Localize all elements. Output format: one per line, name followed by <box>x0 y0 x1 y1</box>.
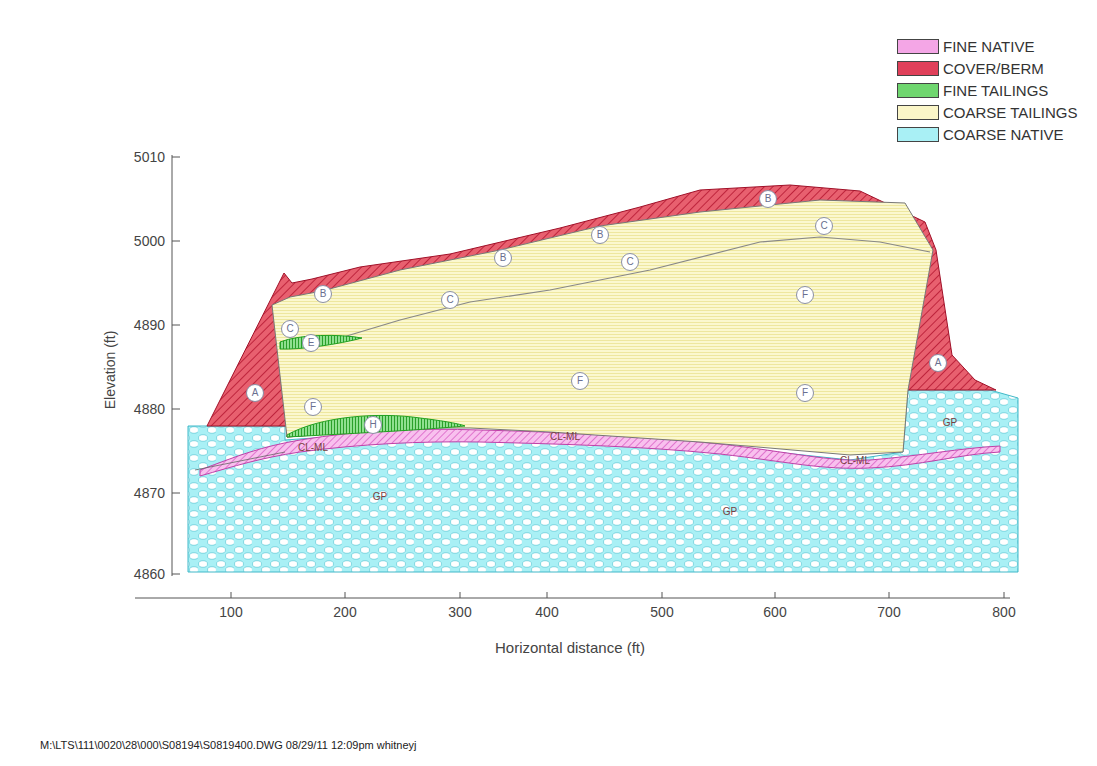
axis-label: 600 <box>763 605 786 619</box>
callout-letter: C <box>441 291 459 309</box>
axis-tick-label: 4870 <box>134 486 165 500</box>
legend-row: FINE TAILINGS <box>897 82 1048 99</box>
axis-label: Horizontal distance (ft) <box>495 640 645 655</box>
legend-text: COARSE TAILINGS <box>943 104 1077 121</box>
axis-title: Elevation (ft) <box>103 331 117 410</box>
legend-swatch <box>897 61 939 76</box>
legend-row: COARSE TAILINGS <box>897 104 1077 121</box>
legend-swatch <box>897 127 939 142</box>
legend-swatch <box>897 39 939 54</box>
callout-letter: A <box>246 384 264 402</box>
axis-tick-label: 5010 <box>134 150 165 164</box>
callout-letter: C <box>621 253 639 271</box>
axis-tick-label: 4890 <box>134 318 165 332</box>
axis-label: 300 <box>448 605 471 619</box>
soil-code: GP <box>373 492 387 502</box>
callout-letter: A <box>929 354 947 372</box>
soil-code: GP <box>723 507 737 517</box>
legend-text: COVER/BERM <box>943 60 1044 77</box>
callout-letter: B <box>759 190 777 208</box>
soil-code: CL-ML <box>550 432 580 442</box>
axis-tick-label: 4860 <box>134 567 165 581</box>
axis-label: 100 <box>219 605 242 619</box>
callout-letter: B <box>494 249 512 267</box>
axis-label: 800 <box>992 605 1015 619</box>
soil-code: GP <box>943 418 957 428</box>
callout-letter: F <box>796 384 814 402</box>
callout-letter: E <box>302 334 320 352</box>
axis-label: 400 <box>535 605 558 619</box>
legend-row: COVER/BERM <box>897 60 1044 77</box>
callout-letter: F <box>571 372 589 390</box>
axis-tick-label: 4880 <box>134 402 165 416</box>
legend-text: FINE TAILINGS <box>943 82 1048 99</box>
legend-text: COARSE NATIVE <box>943 126 1064 143</box>
legend-row: FINE NATIVE <box>897 38 1034 55</box>
legend-row: COARSE NATIVE <box>897 126 1064 143</box>
file-note: M:\LTS\111\0020\28\000\S08194\S0819400.D… <box>40 740 417 751</box>
soil-code: CL-ML <box>840 456 870 466</box>
soil-code: CL-ML <box>298 443 328 453</box>
axis-label: 700 <box>877 605 900 619</box>
legend-swatch <box>897 105 939 120</box>
callout-letter: F <box>796 286 814 304</box>
callout-letter: F <box>304 398 322 416</box>
axis-label: 200 <box>333 605 356 619</box>
callout-letter: C <box>281 320 299 338</box>
callout-letter: H <box>364 416 382 434</box>
callout-letter: C <box>815 217 833 235</box>
legend-swatch <box>897 83 939 98</box>
callout-letter: B <box>591 226 609 244</box>
legend-text: FINE NATIVE <box>943 38 1034 55</box>
axis-label: 500 <box>650 605 673 619</box>
callout-letter: B <box>314 285 332 303</box>
axis-tick-label: 5000 <box>134 234 165 248</box>
